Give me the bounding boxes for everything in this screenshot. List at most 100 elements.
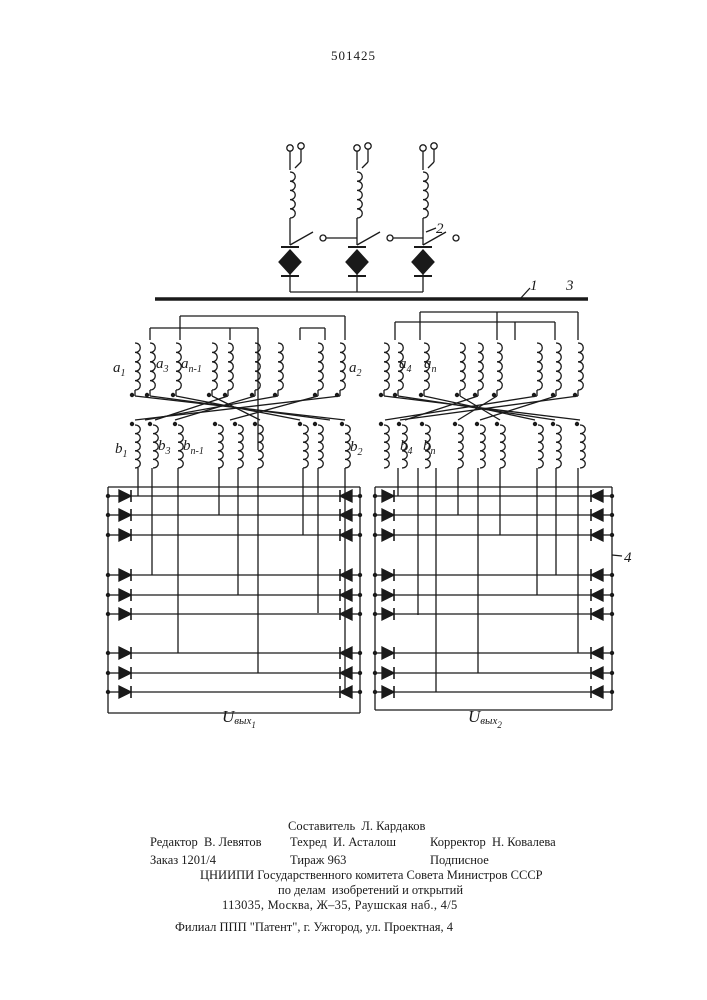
label-an: an: [424, 356, 437, 375]
junction-dot: [130, 422, 134, 426]
junction-dot: [358, 533, 362, 537]
diode-right-col: [340, 647, 352, 659]
junction-dot: [610, 513, 614, 517]
diode-right-col: [591, 647, 603, 659]
diode-right-col: [340, 509, 352, 521]
winding-b: [556, 425, 561, 468]
junction-dot: [455, 393, 459, 397]
diode-left-col: [119, 589, 131, 601]
junction-dot: [373, 513, 377, 517]
label-bn-1: bn-1: [183, 438, 204, 457]
junction-dot: [373, 573, 377, 577]
diode-right-col: [591, 608, 603, 620]
winding-b: [538, 425, 543, 468]
label-b4: b4: [400, 438, 413, 457]
junction-dot: [106, 513, 110, 517]
winding-a: [228, 343, 233, 390]
junction-dot: [298, 422, 302, 426]
winding-a: [318, 343, 323, 390]
junction-dot: [358, 651, 362, 655]
diode-left-col: [119, 647, 131, 659]
winding-a: [497, 343, 502, 390]
junction-dot: [358, 494, 362, 498]
junction-dot: [610, 612, 614, 616]
junction-dot: [106, 671, 110, 675]
diode-right-col: [340, 490, 352, 502]
winding-b: [303, 425, 308, 468]
diode-right-col: [591, 667, 603, 679]
label-uout-1: Uвых1: [222, 707, 256, 730]
label-a2: a2: [349, 360, 362, 379]
winding-b: [258, 425, 263, 468]
imprint-org-line-2: по делам изобретений и открытий: [278, 883, 463, 898]
diode-left-col: [382, 667, 394, 679]
diode-right-col: [591, 490, 603, 502]
wire: [428, 162, 434, 168]
junction-dot: [610, 651, 614, 655]
junction-dot: [379, 393, 383, 397]
junction-dot: [495, 422, 499, 426]
junction-dot: [373, 671, 377, 675]
callout-1: 1: [530, 278, 538, 294]
imprint-order: Заказ 1201/4: [150, 853, 216, 868]
switch-blade: [290, 232, 313, 245]
switch-contact: [453, 235, 459, 241]
diode-right-col: [340, 686, 352, 698]
diode-right-col: [591, 686, 603, 698]
input-coil: [423, 172, 428, 218]
junction-dot: [358, 612, 362, 616]
label-a3: a3: [156, 356, 169, 375]
junction-dot: [106, 651, 110, 655]
wire: [385, 396, 537, 420]
junction-dot: [213, 422, 217, 426]
diode-left-col: [119, 608, 131, 620]
junction-dot: [373, 533, 377, 537]
junction-dot: [106, 573, 110, 577]
junction-dot: [358, 671, 362, 675]
wire: [362, 162, 368, 168]
wire: [295, 162, 301, 168]
diode-left-col: [382, 647, 394, 659]
junction-dot: [551, 422, 555, 426]
junction-dot: [475, 422, 479, 426]
diode-left-col: [382, 529, 394, 541]
junction-dot: [379, 422, 383, 426]
junction-dot: [419, 393, 423, 397]
imprint-branch: Филиал ППП "Патент", г. Ужгород, ул. Про…: [175, 920, 453, 935]
junction-dot: [106, 494, 110, 498]
diode-left-col: [382, 686, 394, 698]
junction-dot: [106, 533, 110, 537]
junction-dot: [171, 393, 175, 397]
imprint-compiler: Составитель Л. Кардаков: [288, 819, 425, 834]
terminal: [420, 145, 426, 151]
diode-left-col: [382, 608, 394, 620]
diode-left-col: [119, 509, 131, 521]
junction-dot: [358, 513, 362, 517]
switch-blade: [357, 232, 380, 245]
junction-dot: [610, 533, 614, 537]
callout-2: 2: [436, 221, 444, 237]
winding-b: [480, 425, 485, 468]
junction-dot: [173, 422, 177, 426]
imprint-org-line-1: ЦНИИПИ Государственного комитета Совета …: [200, 868, 543, 883]
diode-left-col: [119, 667, 131, 679]
junction-dot: [575, 422, 579, 426]
junction-dot: [313, 422, 317, 426]
junction-dot: [253, 422, 257, 426]
junction-dot: [130, 393, 134, 397]
winding-a: [340, 343, 345, 390]
wire: [426, 228, 436, 232]
junction-dot: [106, 612, 110, 616]
imprint-address: 113035, Москва, Ж–35, Раушская наб., 4/5: [222, 898, 458, 913]
terminal: [354, 145, 360, 151]
diode-right-col: [591, 589, 603, 601]
callout-4: 4: [624, 550, 632, 566]
diode-right-col: [340, 667, 352, 679]
junction-dot: [420, 422, 424, 426]
winding-a: [460, 343, 465, 390]
diode-left-col: [119, 569, 131, 581]
junction-dot: [340, 422, 344, 426]
label-a1: a1: [113, 360, 126, 379]
winding-b: [500, 425, 505, 468]
